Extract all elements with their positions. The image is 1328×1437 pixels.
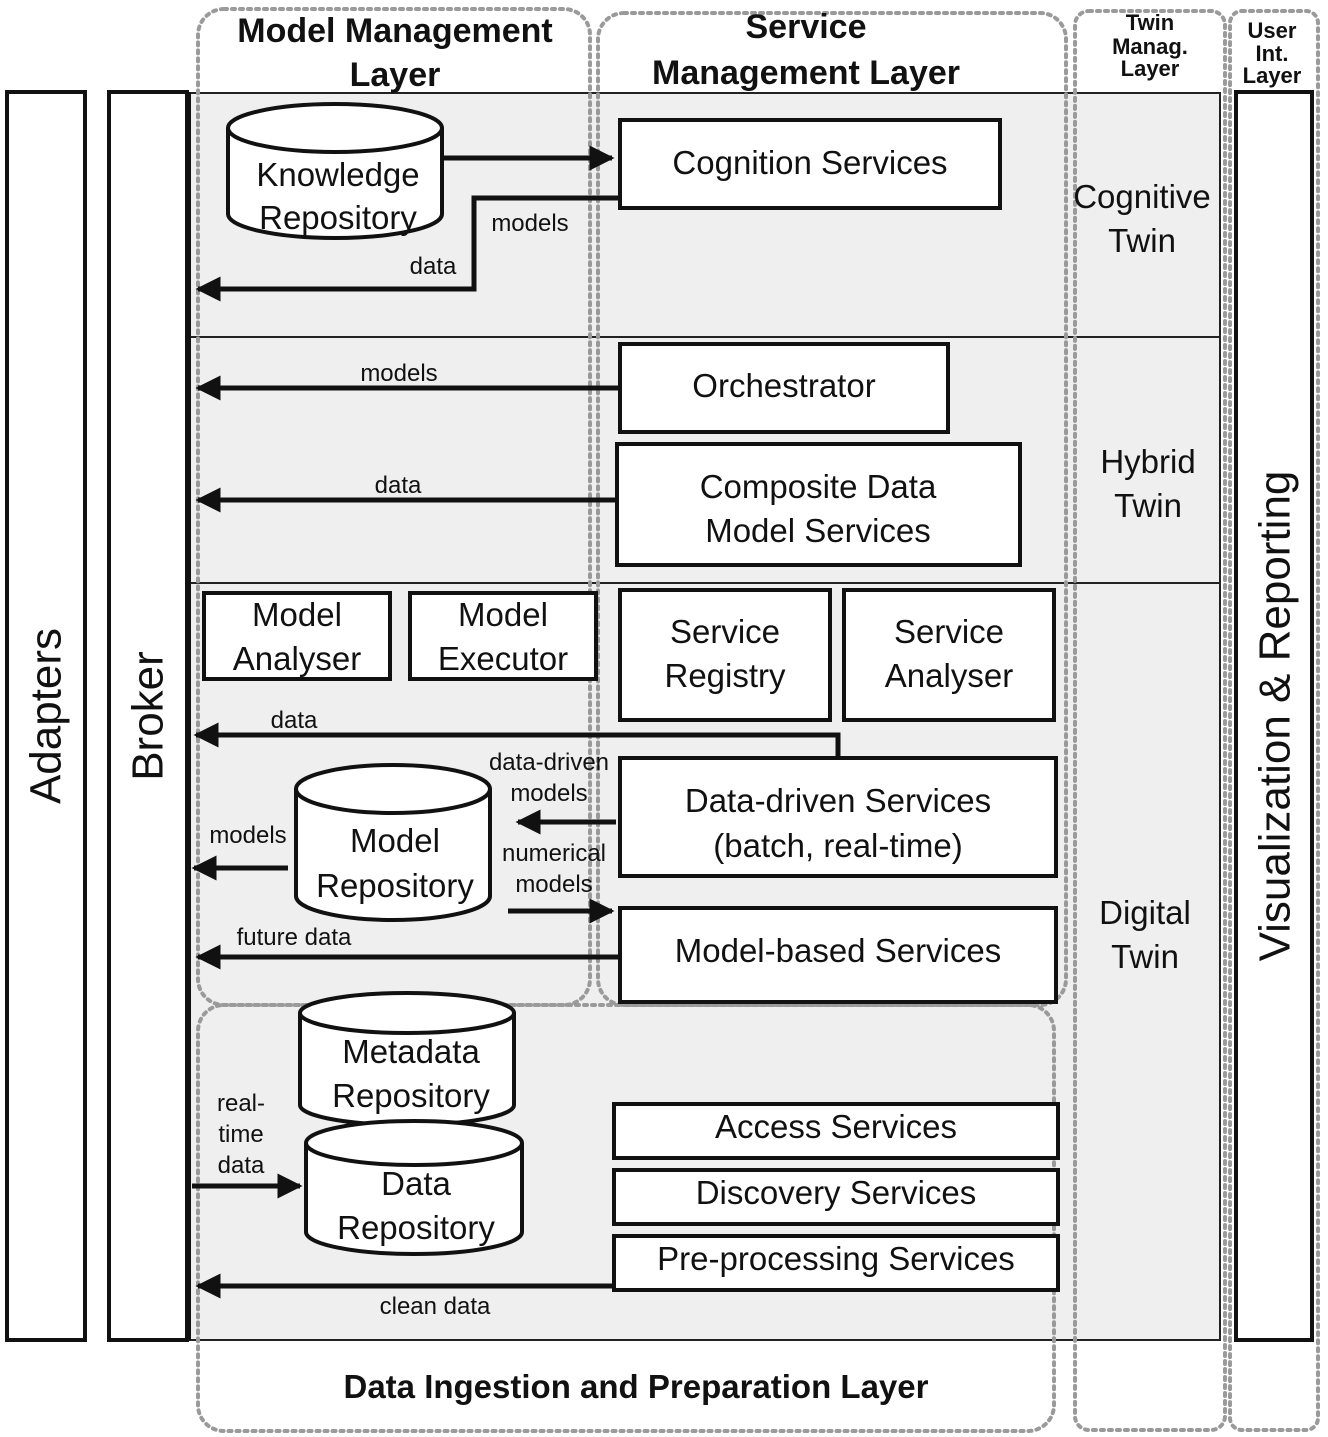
model-analyser-label-line2: Analyser xyxy=(233,640,361,677)
orchestrator-label: Orchestrator xyxy=(692,367,875,404)
metadata-repository: Metadata Repository xyxy=(298,991,516,1127)
clean-data-flow-label: clean data xyxy=(380,1293,491,1320)
service-registry-label-line2: Registry xyxy=(664,657,786,694)
data-driven-services-label-line1: Data-driven Services xyxy=(685,782,991,819)
knowledge-repository: Knowledge Repository xyxy=(226,102,444,240)
twin-management-layer-title-line3: Layer xyxy=(1121,56,1180,81)
real-time-data-label-line2: time xyxy=(218,1121,263,1148)
composite-data-model-services-label-line2: Model Services xyxy=(705,512,931,549)
user-interface-layer-title-line2: Int. xyxy=(1256,41,1289,66)
cognition-to-broker-arrow xyxy=(195,195,620,302)
data-flow-label-composite: data xyxy=(375,472,422,499)
adapters-label: Adapters xyxy=(22,628,71,804)
digital-twin-label-line2: Twin xyxy=(1111,938,1179,975)
model-based-services-label: Model-based Services xyxy=(675,932,1002,969)
preprocessing-services-box xyxy=(612,1234,1060,1292)
orchestrator-box xyxy=(618,342,950,434)
cognitive-twin-label-line2: Twin xyxy=(1108,222,1176,259)
model-repository-label-line2: Repository xyxy=(316,867,474,904)
metadata-repository-label-line1: Metadata xyxy=(342,1033,480,1070)
cognition-services-label: Cognition Services xyxy=(672,144,947,181)
service-registry-box xyxy=(618,588,832,722)
service-analyser-box xyxy=(842,588,1056,722)
model-management-layer-title-line1: Model Management xyxy=(237,12,552,50)
data-ingestion-layer-title: Data Ingestion and Preparation Layer xyxy=(344,1368,929,1405)
hybrid-twin-label-line1: Hybrid xyxy=(1100,443,1195,480)
future-data-flow-label: future data xyxy=(237,924,352,951)
cognitive-twin-label-line1: Cognitive xyxy=(1073,178,1211,215)
data-driven-models-label-line1: data-driven xyxy=(489,749,609,776)
adapters-bar xyxy=(5,90,87,1342)
model-executor-label-line2: Executor xyxy=(438,640,568,677)
models-flow-label-cognitive: models xyxy=(491,210,568,237)
user-interface-layer-title-line1: User xyxy=(1248,18,1297,43)
real-time-data-label-line3: data xyxy=(218,1152,265,1179)
twin-management-layer-title-line2: Manag. xyxy=(1112,34,1188,59)
knowledge-repository-label-line1: Knowledge xyxy=(256,156,419,193)
data-driven-services-box xyxy=(618,756,1058,878)
data-flow-label-digital: data xyxy=(271,707,318,734)
preprocessing-services-label: Pre-processing Services xyxy=(657,1240,1015,1277)
metadata-repository-label-line2: Repository xyxy=(332,1077,490,1114)
models-flow-label-repository: models xyxy=(209,822,286,849)
composite-data-model-services-label-line1: Composite Data xyxy=(700,468,937,505)
model-analyser-box xyxy=(202,591,392,681)
model-executor-label-line1: Model xyxy=(458,596,548,633)
service-management-layer-title-line1: Service xyxy=(746,8,867,46)
numerical-models-label-line2: models xyxy=(515,871,592,898)
digital-twin-label-line1: Digital xyxy=(1099,894,1191,931)
broker-bar xyxy=(107,90,189,1342)
models-flow-label-orchestrator: models xyxy=(360,360,437,387)
model-management-layer-title-line2: Layer xyxy=(350,56,441,94)
knowledge-repository-label-line2: Repository xyxy=(259,199,417,236)
discovery-services-label: Discovery Services xyxy=(696,1174,977,1211)
data-flow-label-cognitive: data xyxy=(410,253,457,280)
discovery-services-box xyxy=(612,1168,1060,1226)
service-management-layer-region xyxy=(596,11,1068,1007)
visualization-reporting-label: Visualization & Reporting xyxy=(1251,471,1300,962)
numerical-models-label-line1: numerical xyxy=(502,840,606,867)
service-management-layer-title-line2: Management Layer xyxy=(652,54,960,92)
real-time-data-label-line1: real- xyxy=(217,1090,265,1117)
model-repository-label-line1: Model xyxy=(350,822,440,859)
service-analyser-label-line2: Analyser xyxy=(885,657,1013,694)
data-repository-label-line1: Data xyxy=(381,1165,451,1202)
access-services-box xyxy=(612,1102,1060,1160)
data-repository-label-line2: Repository xyxy=(337,1209,495,1246)
user-interface-layer-title-line3: Layer xyxy=(1243,63,1302,88)
data-driven-models-label-line2: models xyxy=(510,780,587,807)
data-driven-to-broker-arrow xyxy=(193,722,841,758)
visualization-reporting-bar xyxy=(1234,90,1314,1342)
model-analyser-label-line1: Model xyxy=(252,596,342,633)
model-executor-box xyxy=(408,591,598,681)
twin-management-layer-title-line1: Twin xyxy=(1126,10,1174,35)
service-analyser-label-line1: Service xyxy=(894,613,1004,650)
data-repository: Data Repository xyxy=(304,1119,524,1256)
twin-management-layer-region xyxy=(1073,9,1227,1432)
data-driven-services-label-line2: (batch, real-time) xyxy=(713,827,962,864)
broker-label: Broker xyxy=(124,651,173,781)
cognition-services-box xyxy=(618,118,1002,210)
service-registry-label-line1: Service xyxy=(670,613,780,650)
access-services-label: Access Services xyxy=(715,1108,957,1145)
hybrid-twin-label-line2: Twin xyxy=(1114,487,1182,524)
user-interface-layer-region xyxy=(1228,9,1320,1432)
composite-data-model-services-box xyxy=(615,442,1022,567)
model-repository: Model Repository xyxy=(294,763,492,922)
